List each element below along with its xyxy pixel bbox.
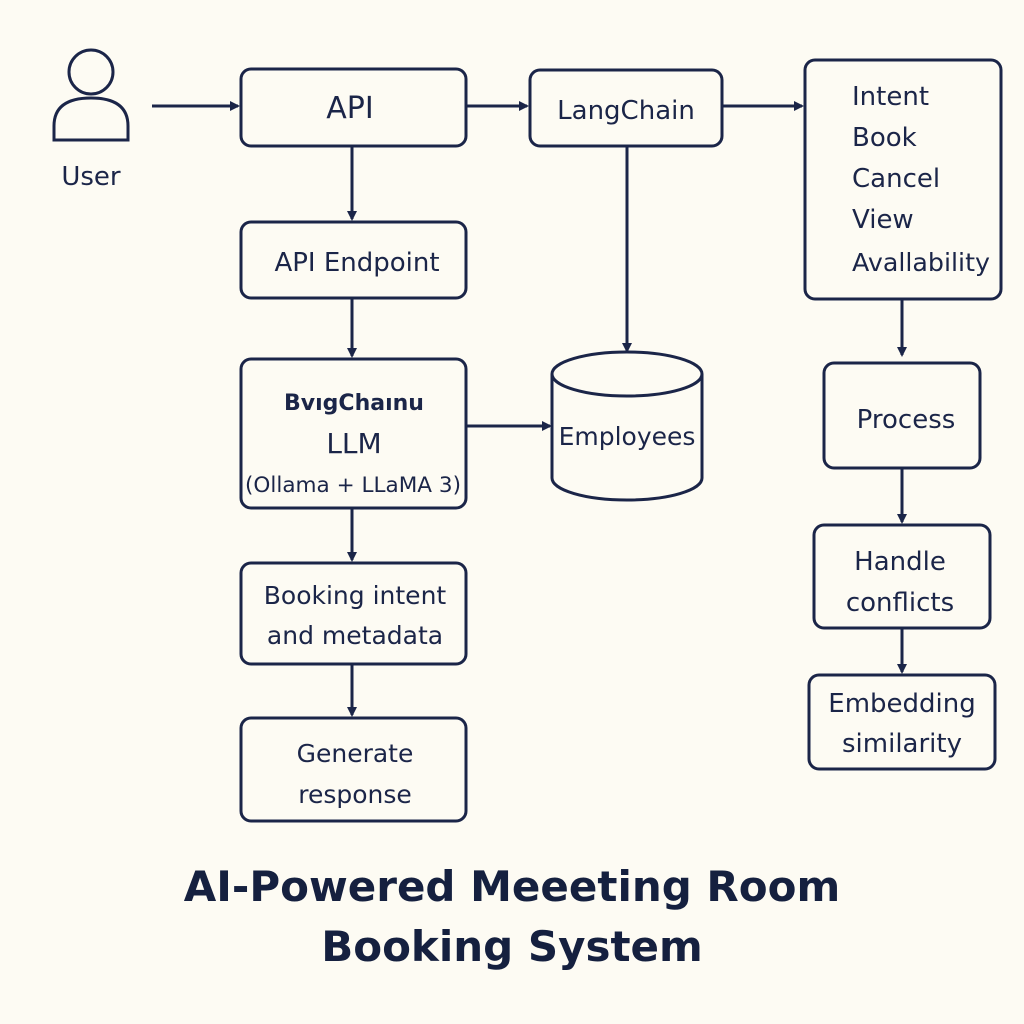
node-api-endpoint-label: API Endpoint <box>274 248 439 278</box>
node-llm-line2: LLM <box>326 427 381 460</box>
node-handle-conflicts: Handle conflicts <box>812 523 992 630</box>
node-api-label: API <box>326 91 373 126</box>
user-label: User <box>61 162 121 192</box>
node-conflicts-line1: Handle <box>854 547 946 577</box>
node-api-endpoint: API Endpoint <box>239 220 468 300</box>
node-embedding-similarity: Embedding similarity <box>807 673 997 771</box>
intent-item: Cancel <box>852 164 940 194</box>
diagram-title-line1: AI-Powered Meeeting Room <box>183 862 841 911</box>
node-process-label: Process <box>857 405 956 435</box>
node-intents: Intent Book Cancel View Avallability <box>803 58 1003 301</box>
node-langchain-label: LangChain <box>557 96 695 126</box>
node-conflicts-line2: conflicts <box>846 588 954 618</box>
node-employees-label: Employees <box>559 422 696 451</box>
intent-item: Avallability <box>852 248 990 277</box>
node-api: API <box>239 67 468 148</box>
database-cylinder-icon: Employees <box>550 350 704 502</box>
node-booking-line2: and metadata <box>267 621 443 650</box>
node-llm: BvıgChaınu LLM (Ollama + LLaMA 3) <box>239 357 468 510</box>
node-process: Process <box>822 361 982 470</box>
node-generate-response: Generate response <box>239 716 468 823</box>
node-embedding-line1: Embedding <box>828 689 975 719</box>
node-generate-line2: response <box>298 780 412 809</box>
intent-heading: Intent <box>852 82 929 112</box>
edges <box>152 101 907 717</box>
node-llm-line1: BvıgChaınu <box>284 391 424 416</box>
node-generate-line1: Generate <box>297 739 414 768</box>
intent-item: View <box>852 205 914 235</box>
node-langchain: LangChain <box>528 68 724 148</box>
node-embedding-line2: similarity <box>842 729 962 759</box>
node-booking-line1: Booking intent <box>264 581 447 610</box>
node-booking-intent: Booking intent and metadata <box>239 561 468 666</box>
user-icon <box>52 48 130 142</box>
node-llm-line3: (Ollama + LLaMA 3) <box>245 473 461 497</box>
diagram-title-line2: Booking System <box>321 922 703 971</box>
intent-item: Book <box>852 123 917 153</box>
